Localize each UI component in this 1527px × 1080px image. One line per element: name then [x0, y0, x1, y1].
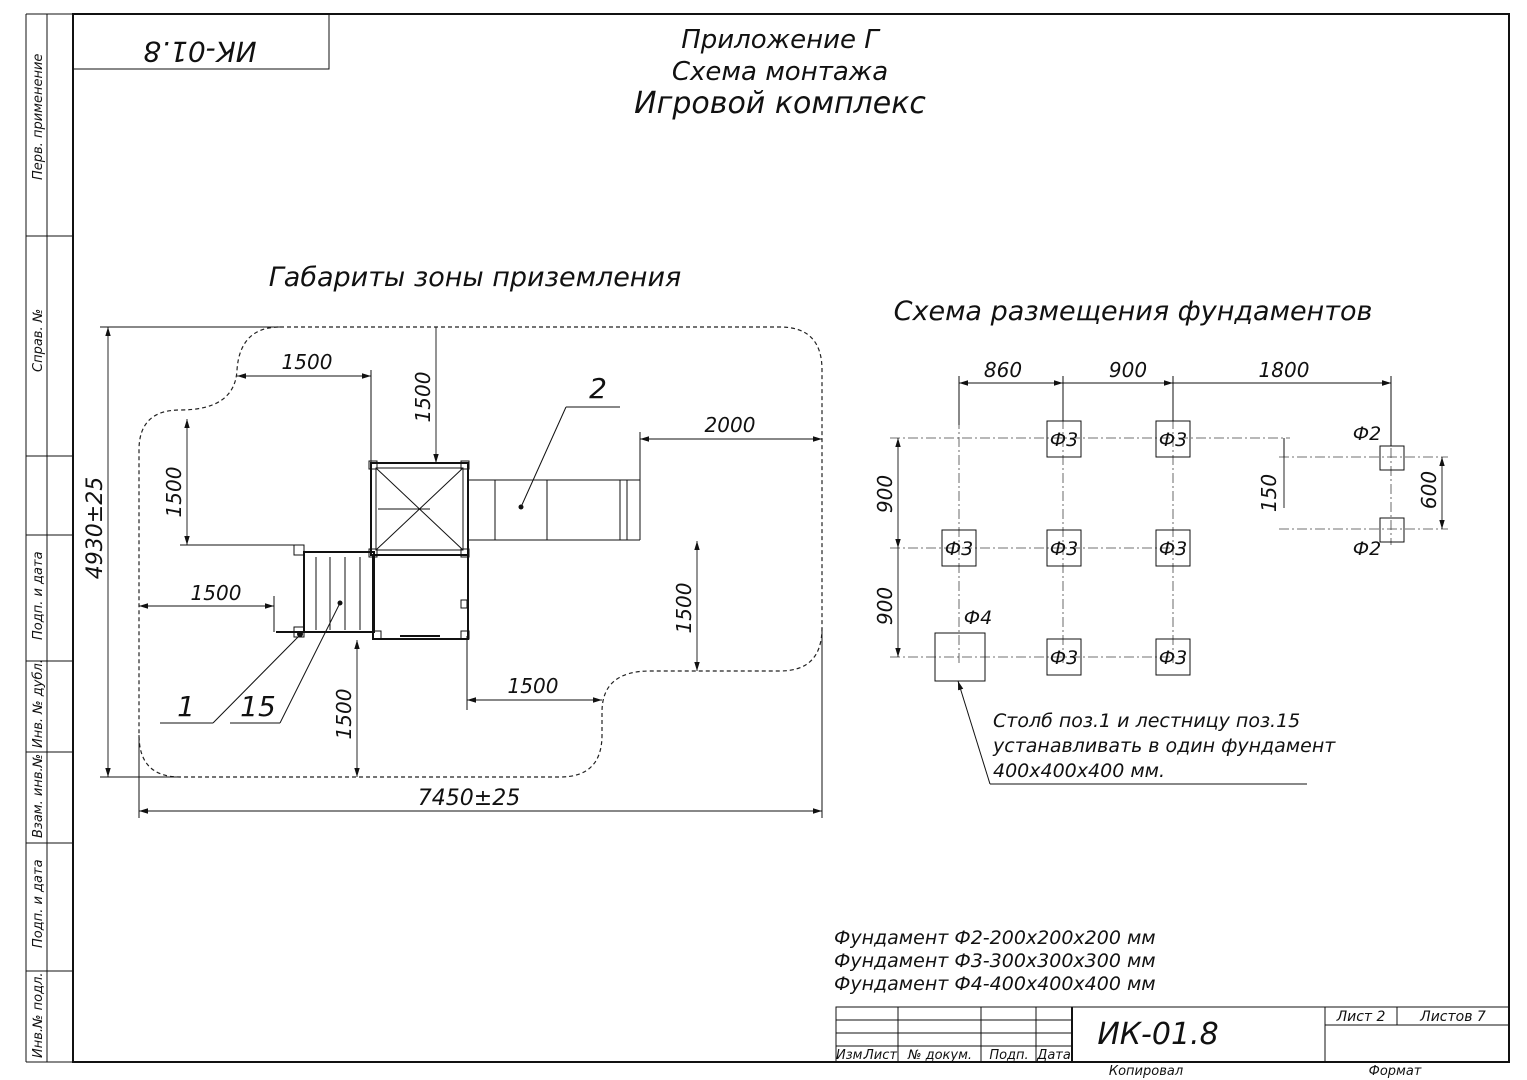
f3-label: Ф3 [1159, 538, 1187, 560]
vzam-inv-no-label: Взам. инв.№ [31, 754, 46, 838]
f4-label: Ф4 [964, 607, 992, 629]
sprav-no-label: Справ. № [31, 309, 46, 372]
dim-900-left-bottom: 900 [873, 587, 897, 625]
dim-1800: 1800 [1259, 358, 1310, 382]
no-dokum-label: № докум. [907, 1048, 972, 1063]
foundation-labels: Ф3 Ф3 Ф3 Ф3 Ф3 Ф3 Ф3 Ф4 Ф2 Ф2 [945, 423, 1381, 669]
dim-left-bottom-1500: 1500 [191, 581, 242, 605]
inv-no-podl-label: Инв.№ подл. [31, 972, 46, 1058]
landing-zone-drawing: Габариты зоны приземления [83, 262, 823, 818]
landing-zone-dim-texts: 1500 1500 1500 2000 1500 1500 1500 1500 … [83, 350, 755, 811]
dim-right-2000: 2000 [705, 413, 756, 437]
f3-label: Ф3 [1050, 647, 1078, 669]
f3-label: Ф3 [1050, 538, 1078, 560]
dim-right-1500: 1500 [672, 583, 696, 634]
header-line-2: Схема монтажа [672, 57, 888, 87]
note-line-2: устанавливать в один фундамент [992, 735, 1336, 757]
landing-zone-dimensions [100, 326, 823, 818]
f2-label: Ф2 [1353, 423, 1381, 445]
podp-i-data-label-2: Подп. и дата [31, 859, 46, 948]
f3-label: Ф3 [1050, 429, 1078, 451]
landing-zone-title: Габариты зоны приземления [269, 262, 682, 293]
perv-primenenie-label: Перв. применение [31, 54, 46, 180]
sheets-label: Листов 7 [1419, 1009, 1486, 1025]
list-label: Лист [863, 1048, 897, 1063]
legend-line-1: Фундамент Ф2-200х200х200 мм [834, 927, 1156, 949]
f2-label: Ф2 [1353, 538, 1381, 560]
foundations-drawing: Схема размещения фундаментов [873, 296, 1448, 785]
foundations-title: Схема размещения фундаментов [894, 296, 1373, 327]
legend-line-2: Фундамент Ф3-300х300х300 мм [834, 950, 1156, 972]
dim-860: 860 [984, 358, 1022, 382]
foundation-dimensions [895, 376, 1445, 785]
dim-bottom-1500-horizontal: 1500 [508, 674, 559, 698]
stamp-top: ИК-01.8 [72, 13, 330, 70]
format-label: Формат [1369, 1064, 1422, 1079]
izm-label: Изм. [836, 1048, 867, 1063]
f3-label: Ф3 [1159, 429, 1187, 451]
play-complex-plan [276, 460, 641, 640]
foundation-dim-texts: 860 900 1800 900 900 150 600 [873, 358, 1441, 625]
data-label: Дата [1036, 1048, 1071, 1063]
dim-bottom-1500-vertical: 1500 [332, 689, 356, 740]
title-block: Изм. Лист № докум. Подп. Дата ИК-01.8 Ли… [835, 1006, 1510, 1079]
note-line-3: 400х400х400 мм. [993, 760, 1165, 782]
podp-label: Подп. [989, 1048, 1028, 1063]
document-code: ИК-01.8 [1097, 1017, 1218, 1052]
dim-900-left-top: 900 [873, 475, 897, 513]
dim-left-1500: 1500 [162, 467, 186, 518]
f3-label: Ф3 [945, 538, 973, 560]
dim-overall-height: 4930±25 [83, 477, 108, 579]
dim-600: 600 [1417, 471, 1441, 509]
sheet-frame [25, 13, 1510, 1063]
dim-overall-width: 7450±25 [418, 786, 520, 811]
position-2: 2 [589, 372, 607, 405]
dim-top-1500: 1500 [282, 350, 333, 374]
kopiroval-label: Копировал [1109, 1064, 1183, 1079]
foundation-note: Столб поз.1 и лестницу поз.15 устанавлив… [992, 710, 1336, 782]
foundation-legend: Фундамент Ф2-200х200х200 мм Фундамент Ф3… [834, 927, 1156, 995]
inv-no-dubl-label: Инв. № дубл. [31, 659, 46, 748]
header-line-1: Приложение Г [681, 25, 881, 55]
position-15: 15 [240, 690, 276, 723]
sheet-label: Лист 2 [1336, 1009, 1386, 1025]
foundation-center-lines [890, 376, 1448, 665]
stamp-code-rotated: ИК-01.8 [143, 35, 256, 68]
legend-line-3: Фундамент Ф4-400х400х400 мм [834, 973, 1156, 995]
podp-i-data-label-1: Подп. и дата [31, 551, 46, 640]
header-line-3: Игровой комплекс [634, 86, 926, 121]
note-line-1: Столб поз.1 и лестницу поз.15 [993, 710, 1300, 732]
dim-150: 150 [1257, 474, 1281, 512]
landing-zone-outline [138, 326, 823, 778]
position-1: 1 [177, 690, 195, 723]
dim-vertical-1500-top: 1500 [411, 372, 435, 423]
header: Приложение Г Схема монтажа Игровой компл… [634, 25, 926, 121]
f3-label: Ф3 [1159, 647, 1187, 669]
dim-900-top: 900 [1109, 358, 1147, 382]
side-strip-labels: Перв. применение Справ. № Подп. и дата И… [31, 54, 46, 1058]
